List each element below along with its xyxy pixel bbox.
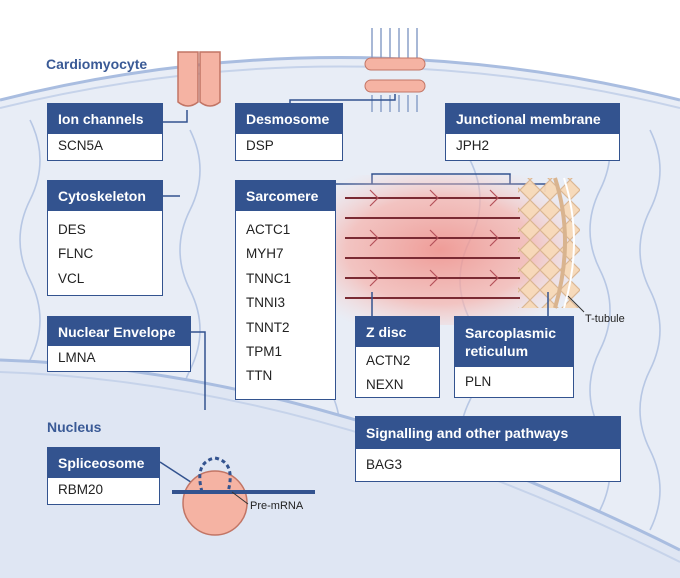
z-disc-title: Z disc: [356, 317, 439, 347]
gene-tpm1: TPM1: [246, 343, 283, 359]
gene-ttn: TTN: [246, 368, 273, 384]
outer-membrane: [0, 56, 680, 102]
spliceosome-box: Spliceosome RBM20: [47, 447, 160, 505]
cell-label: Cardiomyocyte: [46, 56, 148, 72]
signalling-title: Signalling and other pathways: [356, 417, 620, 449]
gene-dsp: DSP: [246, 138, 274, 153]
ion-channels-box: Ion channels SCN5A: [47, 103, 163, 161]
sarcoplasmic-title-line2: reticulum: [465, 343, 529, 359]
desmosome-title: Desmosome: [236, 104, 342, 134]
cytoskeleton-title: Cytoskeleton: [48, 181, 162, 211]
junctional-membrane-box: Junctional membrane JPH2: [445, 103, 620, 161]
gene-tnnc1: TNNC1: [246, 270, 292, 286]
sarcoplasmic-title-line1: Sarcoplasmic: [465, 325, 557, 341]
nuclear-envelope-box: Nuclear Envelope LMNA: [47, 316, 191, 372]
sarcoplasmic-reticulum-title: Sarcoplasmic reticulum: [455, 317, 573, 367]
nucleus-region: [0, 360, 680, 578]
gene-bag3: BAG3: [366, 457, 403, 472]
junctional-membrane-title: Junctional membrane: [446, 104, 619, 134]
nucleus-label: Nucleus: [47, 419, 102, 435]
gene-actn2: ACTN2: [366, 353, 411, 368]
gene-actc1: ACTC1: [246, 222, 291, 237]
gene-des: DES: [58, 222, 86, 237]
z-disc-box: Z disc ACTN2 NEXN: [355, 316, 440, 398]
inner-membrane: [0, 65, 680, 109]
cytoskeleton-box: Cytoskeleton DES FLNC VCL: [47, 180, 163, 296]
gene-jph2: JPH2: [456, 138, 490, 153]
sarcomere-shape: [310, 175, 580, 325]
gene-pln: PLN: [465, 374, 492, 389]
gene-scn5a: SCN5A: [58, 138, 104, 153]
gene-rbm20: RBM20: [58, 482, 104, 497]
sarcomere-title: Sarcomere: [236, 181, 335, 211]
gene-tnnt2: TNNT2: [246, 319, 290, 335]
gene-flnc: FLNC: [58, 246, 94, 262]
signalling-box: Signalling and other pathways BAG3: [355, 416, 621, 482]
pre-mrna-label: Pre-mRNA: [250, 500, 304, 512]
gene-vcl: VCL: [58, 270, 85, 286]
nuclear-envelope-title: Nuclear Envelope: [48, 317, 190, 346]
t-tubule-label: T-tubule: [585, 313, 625, 325]
spliceosome-title: Spliceosome: [48, 448, 159, 478]
ion-channels-title: Ion channels: [48, 104, 162, 134]
spliceosome-shape: [182, 470, 248, 536]
sarcomere-box: Sarcomere ACTC1 MYH7 TNNC1 TNNI3 TNNT2 T…: [235, 180, 336, 400]
sarcoplasmic-reticulum-box: Sarcoplasmic reticulum PLN: [454, 316, 574, 398]
gene-myh7: MYH7: [246, 246, 284, 262]
gene-tnni3: TNNI3: [246, 295, 286, 311]
desmosome-box: Desmosome DSP: [235, 103, 343, 161]
desmosome-shape: [364, 28, 426, 112]
ion-channel-shape: [177, 51, 221, 107]
gene-lmna: LMNA: [58, 350, 96, 365]
gene-nexn: NEXN: [366, 377, 404, 393]
